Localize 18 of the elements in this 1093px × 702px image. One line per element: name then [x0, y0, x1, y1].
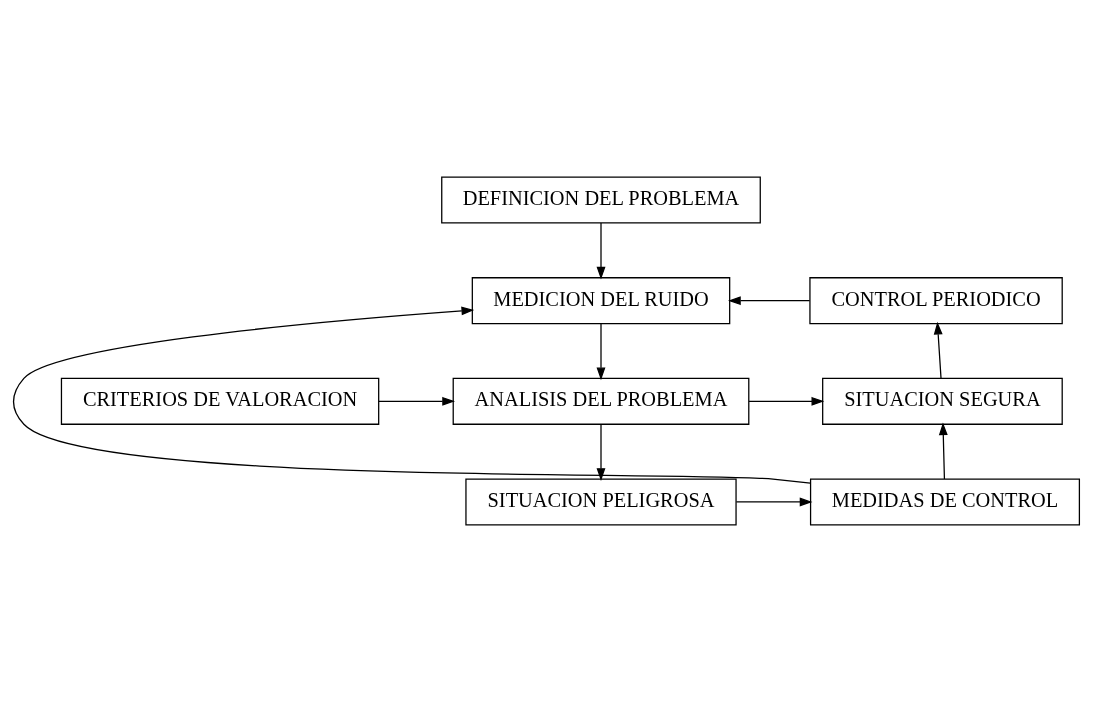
node-box: ANALISIS DEL PROBLEMA: [452, 377, 750, 425]
node-box: SITUACION SEGURA: [822, 377, 1063, 425]
arrow: [378, 396, 455, 406]
node-box: DEFINICION DEL PROBLEMA: [441, 176, 761, 224]
arrow: [596, 323, 606, 381]
node-box: SITUACION PELIGROSA: [465, 478, 737, 526]
arrow: [728, 296, 811, 306]
node-box: CONTROL PERIODICO: [809, 277, 1063, 325]
arrow: [735, 497, 813, 507]
node-box: MEDICION DEL RUIDO: [471, 277, 731, 325]
node-box: CRITERIOS DE VALORACION: [60, 377, 380, 425]
arrow: [933, 321, 943, 379]
arrow: [13, 306, 811, 484]
arrow: [596, 423, 606, 481]
node-box: MEDIDAS DE CONTROL: [809, 478, 1081, 526]
arrow: [938, 422, 948, 480]
arrow: [748, 396, 825, 406]
arrow: [596, 222, 606, 280]
